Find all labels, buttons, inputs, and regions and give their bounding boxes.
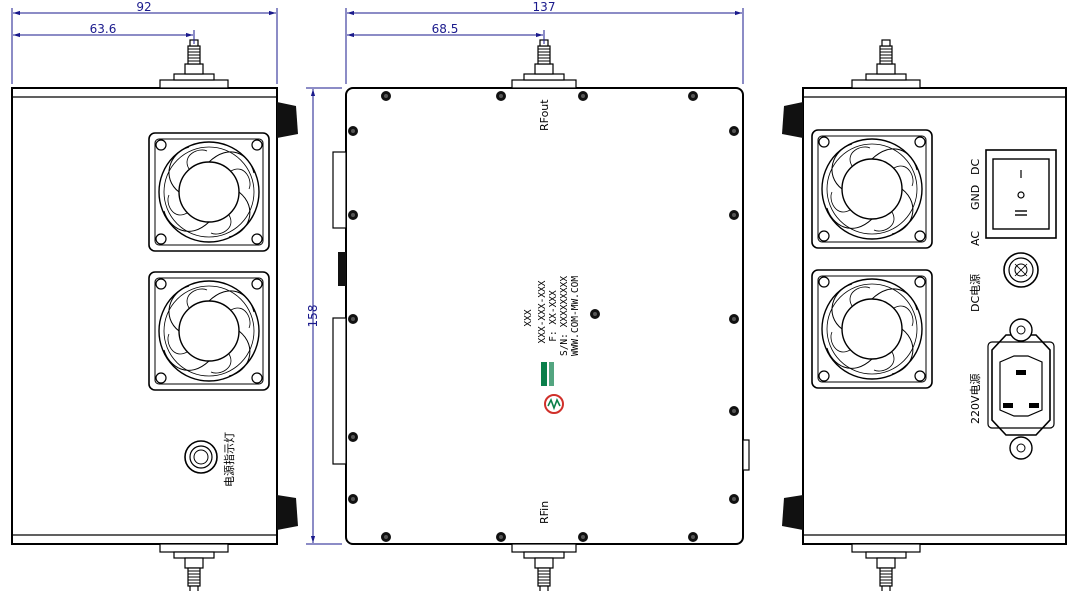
nameplate-line1: XXX: [523, 309, 534, 326]
power-indicator-lamp: [184, 440, 218, 474]
nameplate-line3: F: XX-XXX: [548, 290, 559, 342]
fan-icon: [811, 269, 933, 389]
right-side-view: DC GND AC DC电源 220V电源: [782, 39, 1067, 591]
power-switch: [985, 149, 1057, 239]
left-side-view: 电源指示灯 92 63.6: [11, 0, 298, 591]
dimension-left-width: 92: [136, 0, 151, 14]
dimension-left-connector-offset: 63.6: [90, 22, 117, 36]
switch-ac-label: AC: [969, 231, 982, 246]
nameplate-line5: WWW.COM-MW.COM: [570, 276, 581, 356]
ac-power-inlet: [987, 318, 1055, 460]
nameplate: XXX XXX-XXX-XXX F: XX-XXX S/N: XXXXXXXXX…: [523, 276, 581, 356]
switch-gnd-label: GND: [969, 185, 982, 210]
dc-power-label: DC电源: [968, 274, 982, 312]
power-indicator-label: 电源指示灯: [222, 432, 236, 487]
fan-icon: [811, 129, 933, 249]
fan-icon: [148, 132, 270, 252]
switch-dc-label: DC: [969, 159, 982, 175]
front-view: RFout RFin XXX XXX-XXX-XXX F: XX-XXX S/N…: [306, 0, 750, 591]
nameplate-line2: XXX-XXX-XXX: [537, 280, 548, 343]
dimension-height: 158: [306, 305, 320, 328]
dc-power-jack: [1003, 252, 1039, 288]
fan-icon: [148, 271, 270, 391]
rf-out-label: RFout: [538, 99, 551, 131]
nameplate-line4: S/N: XXXXXXXXX: [559, 276, 570, 356]
dimension-front-width: 137: [533, 0, 556, 14]
dimension-front-connector-offset: 68.5: [432, 22, 459, 36]
ac-power-label: 220V电源: [968, 373, 982, 424]
company-logo: [541, 362, 564, 414]
rf-in-label: RFin: [538, 501, 551, 524]
